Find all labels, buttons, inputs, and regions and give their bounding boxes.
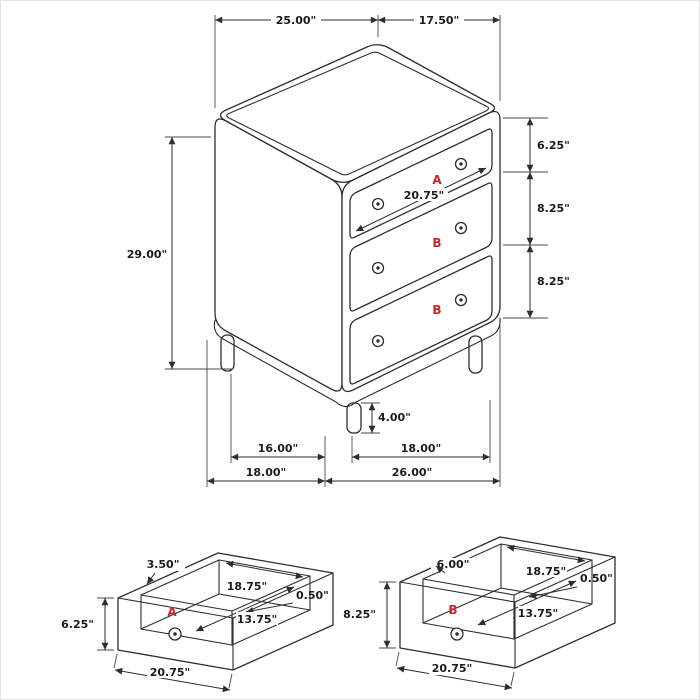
drawer-b1-letter: B — [432, 236, 441, 250]
dim-label-bg — [141, 558, 185, 571]
dim-b-inner-width: 18.75" — [526, 565, 567, 578]
dim-drawer-front-width: 20.75" — [404, 189, 445, 202]
dim-footprint-width: 26.00" — [392, 466, 433, 479]
drawer-b2-letter: B — [432, 303, 441, 317]
knob-center-dot — [173, 632, 177, 636]
drawer-b-detail-view: B 8.25" 6.00" 18.75" 0.50" 13.75" 20.75" — [343, 536, 616, 691]
knob-center-dot — [459, 162, 463, 166]
dim-label-bg — [398, 441, 444, 454]
extension-line — [228, 673, 233, 689]
drawer-a-detail-view: A 6.25" 3.50" 18.75" 0.50" 13.75" 20.75" — [61, 552, 334, 693]
knob-center-dot — [459, 298, 463, 302]
chest-top-lip — [226, 51, 490, 176]
chest-bottom-rail — [213, 317, 501, 408]
dim-drawer-b1-height: 8.25" — [537, 202, 570, 215]
dim-a-side-height: 3.50" — [147, 558, 180, 571]
extension-line — [395, 651, 400, 667]
dim-label-bg — [236, 612, 278, 625]
dim-drawer-a-height: 6.25" — [537, 139, 570, 152]
dim-a-front-height: 6.25" — [61, 618, 94, 631]
dim-label-bg — [518, 606, 558, 619]
knob-center-dot — [376, 339, 380, 343]
dimension-line — [396, 665, 513, 691]
dim-b-side-height: 6.00" — [437, 558, 470, 571]
drawer-b2-front — [349, 255, 493, 385]
drawer-a-detail-letter: A — [167, 605, 177, 619]
dim-b-front-height: 8.25" — [343, 608, 376, 621]
knob-center-dot — [376, 266, 380, 270]
dim-top-depth: 17.50" — [419, 14, 460, 27]
dim-a-inner-depth: 13.75" — [237, 613, 278, 626]
dimension-line — [477, 580, 577, 626]
dimension-line — [225, 560, 304, 580]
chest-leg-left — [220, 334, 235, 372]
dim-label-bg — [389, 465, 435, 478]
extension-line — [510, 671, 515, 687]
dimension-line — [195, 586, 295, 632]
dim-label-bg — [414, 13, 464, 27]
extension-line — [113, 653, 118, 669]
knob-center-dot — [376, 202, 380, 206]
dim-top-width: 25.00" — [276, 14, 317, 27]
dim-a-thickness: 0.50" — [296, 589, 329, 602]
dim-a-inner-width: 18.75" — [227, 580, 268, 593]
dimension-line — [506, 544, 586, 564]
dim-leg-height: 4.00" — [378, 411, 411, 424]
dim-leg-span-front: 18.00" — [401, 442, 442, 455]
dim-label-bg — [525, 564, 567, 577]
dim-label-bg — [271, 13, 321, 27]
dim-b-thickness: 0.50" — [580, 572, 613, 585]
dim-a-outer-width: 20.75" — [150, 666, 191, 679]
drawer-a-letter: A — [432, 173, 442, 187]
dim-b-outer-width: 20.75" — [432, 662, 473, 675]
dim-overall-height: 29.00" — [127, 248, 168, 261]
dim-label-bg — [255, 441, 301, 454]
dim-label-bg — [126, 247, 168, 261]
dim-footprint-depth: 18.00" — [246, 466, 287, 479]
dimension-line — [114, 667, 231, 693]
knob-center-dot — [459, 226, 463, 230]
leader-arrow — [146, 572, 156, 585]
dim-b-inner-depth: 13.75" — [518, 607, 559, 620]
dim-label-bg — [147, 665, 193, 678]
leader-arrow — [435, 565, 446, 574]
knob-center-dot — [455, 632, 459, 636]
drawer-b-detail-letter: B — [448, 603, 457, 617]
dim-label-bg — [400, 188, 448, 201]
dim-label-bg — [429, 662, 475, 675]
chest-isometric-view: A B B — [213, 44, 501, 434]
chest-leg-front — [346, 402, 362, 434]
dim-label-bg — [243, 465, 289, 478]
chest-dimensions: 25.00" 17.50" 6.25" 8.25" 8.25" 29.00" 2… — [126, 13, 570, 487]
dim-drawer-b2-height: 8.25" — [537, 275, 570, 288]
dim-leg-span-side: 16.00" — [258, 442, 299, 455]
